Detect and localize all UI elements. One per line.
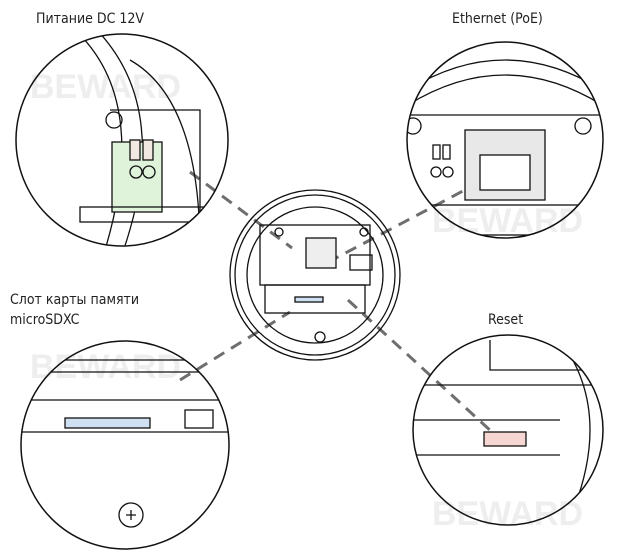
watermark-logo: BEWARD xyxy=(30,348,181,386)
power-detail-circle xyxy=(15,33,229,247)
ethernet-label: Ethernet (PoE) xyxy=(452,11,543,27)
sd-slot-label-line2: microSDXC xyxy=(10,312,80,328)
reset-label: Reset xyxy=(488,312,524,328)
leader-line-power xyxy=(189,170,293,250)
leader-line-reset xyxy=(346,298,494,434)
camera-overview xyxy=(229,189,401,361)
leader-line-ethernet xyxy=(335,180,481,260)
leader-line-sd xyxy=(179,310,291,382)
watermark-logo: BEWARD xyxy=(432,495,583,533)
power-label: Питание DC 12V xyxy=(36,11,145,27)
leader-lines xyxy=(179,170,494,434)
sd-slot-label-line1: Слот карты памяти xyxy=(10,292,140,308)
watermark-logo: BEWARD xyxy=(432,202,583,240)
reset-detail-circle xyxy=(412,334,604,526)
watermark-logo: BEWARD xyxy=(30,68,181,106)
ethernet-detail-circle xyxy=(406,41,604,239)
